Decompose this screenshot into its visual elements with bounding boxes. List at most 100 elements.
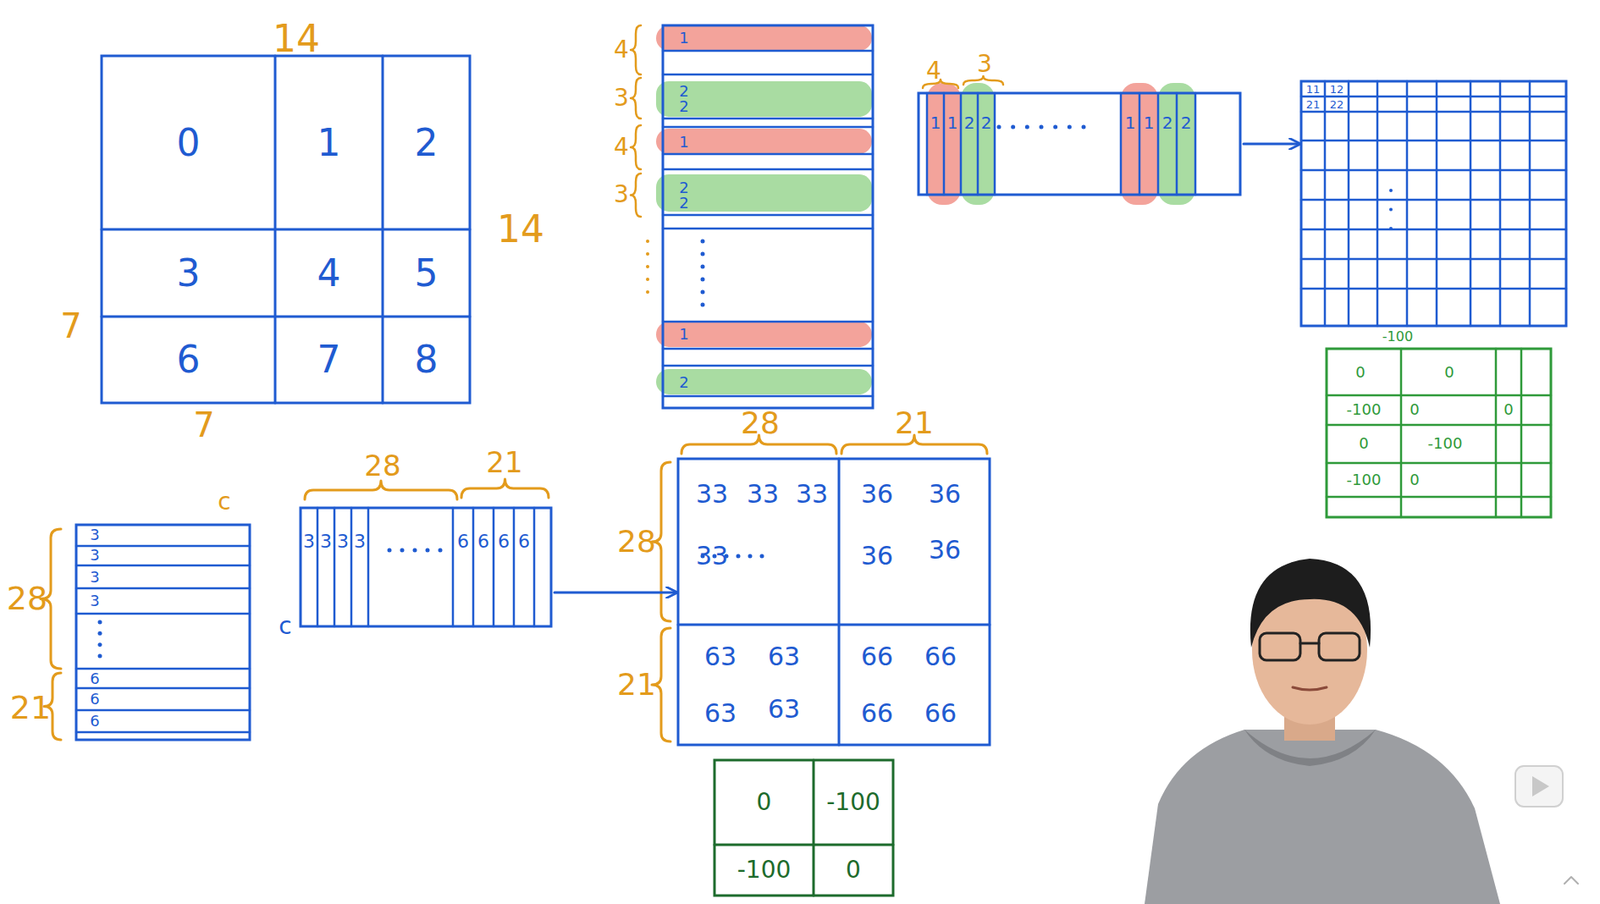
grid-line — [1301, 228, 1567, 232]
size-label: 4 — [613, 38, 629, 62]
cell-text: 63 — [704, 644, 737, 670]
cell-text: 33 — [695, 481, 729, 508]
size-label: c — [217, 490, 231, 514]
play-icon — [1515, 766, 1563, 807]
grid-line — [1301, 139, 1567, 143]
row-divider — [76, 612, 250, 616]
cell-text: 3 — [176, 254, 201, 293]
size-label: c — [278, 614, 292, 639]
cell-text: 66 — [860, 700, 894, 727]
cell-text: 63 — [704, 700, 737, 727]
cell-text: 3 — [320, 532, 332, 552]
cell-text: 3 — [303, 532, 315, 552]
ellipsis-dot — [1039, 125, 1044, 130]
cell-text: 8 — [414, 341, 439, 379]
token-column: 3333666 — [76, 524, 250, 740]
column-divider — [350, 507, 354, 627]
attention-grid: 11122122 — [1301, 81, 1567, 326]
ellipsis-dot — [1389, 226, 1393, 231]
cell-text: 36 — [928, 481, 961, 508]
cell-text: 6 — [457, 532, 469, 552]
curly-brace — [630, 173, 641, 217]
ellipsis-dot — [1067, 125, 1072, 130]
ellipsis-dot — [700, 264, 706, 270]
column-divider — [1138, 93, 1142, 195]
arrow-connector — [1243, 143, 1300, 146]
row-divider — [76, 587, 250, 591]
column-divider — [1194, 93, 1198, 195]
window-cell: 0 — [101, 55, 276, 230]
cell-text: 2 — [678, 180, 689, 196]
cell-text: 66 — [924, 700, 957, 727]
grid-line — [1400, 348, 1403, 518]
red-highlight — [1120, 82, 1159, 205]
cell-text: 2 — [678, 99, 689, 115]
grid-line — [1301, 258, 1567, 261]
cell-text: 3 — [89, 527, 100, 543]
grid-line — [1520, 348, 1523, 518]
sketch-line — [812, 760, 816, 896]
ellipsis-dot — [645, 252, 650, 256]
ellipsis-dot — [645, 264, 650, 269]
cell-text: 2 — [964, 114, 976, 132]
cell-text: 6 — [176, 341, 201, 379]
cell-text: 12 — [1329, 83, 1345, 95]
window-cell: 5 — [382, 229, 470, 317]
matrix-block: 63636363 — [678, 624, 839, 745]
scroll-up-icon — [1564, 877, 1578, 884]
row-divider — [76, 545, 250, 548]
grid-line — [1301, 169, 1567, 172]
token-column-outline — [76, 524, 250, 740]
curly-brace — [963, 76, 1004, 85]
cell-text: 1 — [317, 124, 342, 162]
row-divider — [662, 168, 873, 172]
row-divider — [662, 117, 873, 121]
cell-text: 2 — [678, 195, 689, 211]
ellipsis-dot — [748, 554, 753, 559]
curly-brace — [630, 25, 641, 75]
ellipsis-dot — [1081, 125, 1087, 130]
ellipsis-dot — [1053, 125, 1058, 130]
cell-text: 0 — [176, 124, 201, 162]
token-row-outline — [300, 507, 552, 627]
green-highlight — [656, 81, 872, 117]
token-row: 11221122 — [918, 93, 1241, 195]
ellipsis-dot — [98, 654, 103, 659]
red-highlight — [926, 82, 961, 205]
row-divider — [662, 49, 873, 53]
mask-cell: -100 — [714, 844, 814, 896]
ellipsis-dot — [438, 548, 443, 553]
column-divider — [367, 507, 370, 627]
cell-text: 0 — [756, 790, 773, 815]
cell-text: 36 — [860, 481, 894, 508]
cell-text: 4 — [317, 254, 342, 293]
cell-text: 0 — [1444, 364, 1454, 381]
cell-text: 63 — [767, 644, 800, 670]
ellipsis-dot — [1389, 208, 1393, 212]
cell-text: 2 — [678, 375, 689, 391]
row-divider — [662, 395, 873, 398]
dimension-label: 28 — [364, 451, 401, 480]
cell-text: 0 — [1409, 472, 1419, 488]
cell-text: 33 — [746, 481, 779, 508]
cell-text: 66 — [924, 644, 957, 670]
row-divider — [662, 227, 873, 231]
sketch-line — [838, 458, 841, 745]
ellipsis-dot — [736, 554, 741, 559]
ellipsis-dot — [645, 277, 650, 282]
cell-text: 3 — [336, 532, 349, 552]
cell-text: 33 — [695, 543, 729, 569]
row-divider — [662, 320, 873, 324]
token-column: 12212212 — [662, 25, 873, 409]
cell-text: 2 — [1162, 114, 1174, 132]
grid-line — [1301, 198, 1567, 202]
grid-line — [1301, 287, 1567, 291]
dimension-label: 28 — [6, 582, 48, 615]
feature-map-outline — [101, 55, 470, 403]
green-highlight — [1158, 82, 1196, 205]
green-highlight — [656, 174, 872, 212]
mask-cell: 0 — [714, 760, 814, 845]
cell-text: 36 — [928, 537, 961, 563]
row-divider — [662, 364, 873, 368]
column-divider — [472, 507, 475, 627]
